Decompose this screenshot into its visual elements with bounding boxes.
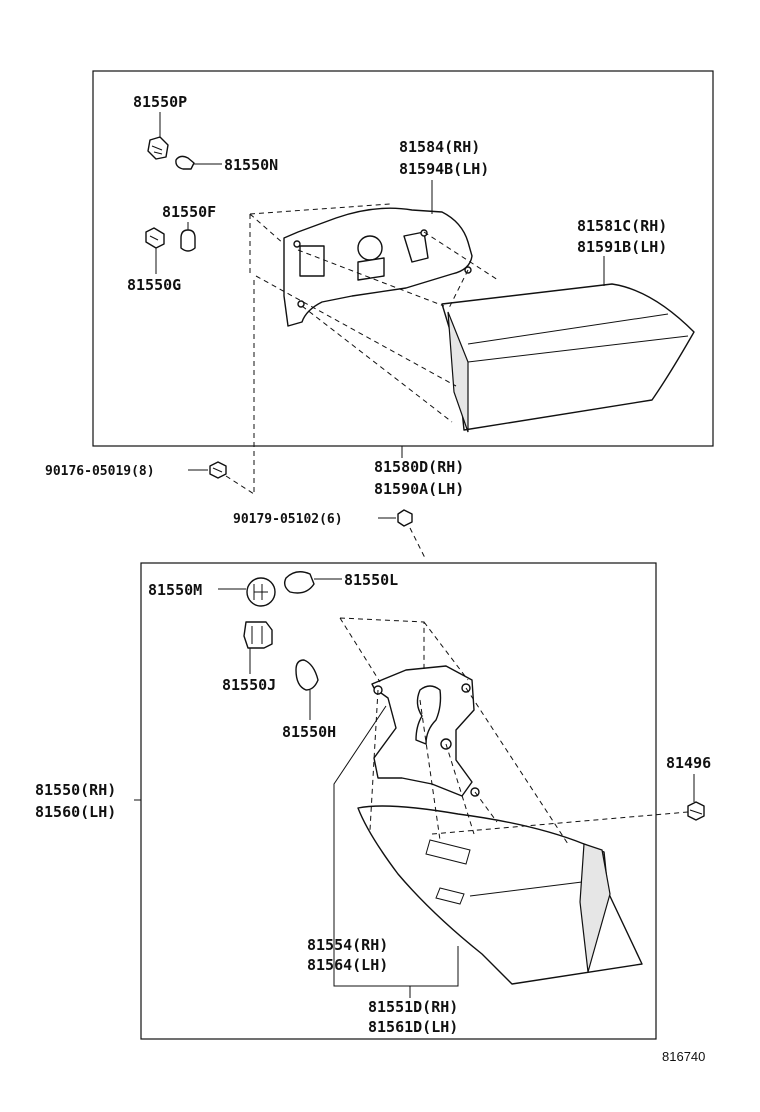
label-81581C: 81581C(RH) xyxy=(577,217,667,235)
label-81561D: 81561D(LH) xyxy=(368,1018,458,1036)
screw-81496[interactable] xyxy=(687,801,705,821)
label-90179-05102: 90179-05102(6) xyxy=(233,512,343,527)
label-81564: 81564(LH) xyxy=(307,956,388,974)
lower-exploded-lines xyxy=(339,617,689,845)
socket-81550M[interactable] xyxy=(246,577,276,607)
label-81550N: 81550N xyxy=(224,156,278,174)
upper-group-frame xyxy=(92,70,714,447)
label-81550H: 81550H xyxy=(282,723,336,741)
label-81591B: 81591B(LH) xyxy=(577,238,667,256)
label-81580D: 81580D(RH) xyxy=(374,458,464,476)
upper-exploded-lines xyxy=(249,203,499,494)
label-81594B: 81594B(LH) xyxy=(399,160,489,178)
lens-81581C[interactable] xyxy=(441,283,695,433)
label-81550G: 81550G xyxy=(127,276,181,294)
bulb-81550L[interactable] xyxy=(283,571,315,594)
backing-plate-81584[interactable] xyxy=(283,207,473,327)
label-81560-lh: 81560(LH) xyxy=(35,803,116,821)
label-81550L: 81550L xyxy=(344,571,398,589)
label-90176-05019: 90176-05019(8) xyxy=(45,464,155,479)
label-81550-rh: 81550(RH) xyxy=(35,781,116,799)
label-81554: 81554(RH) xyxy=(307,936,388,954)
lower-group-frame xyxy=(140,562,657,1040)
label-81496: 81496 xyxy=(666,754,711,772)
label-81550J: 81550J xyxy=(222,676,276,694)
gasket-81554[interactable] xyxy=(371,665,480,797)
lens-81551D[interactable] xyxy=(357,805,643,985)
label-81551D: 81551D(RH) xyxy=(368,998,458,1016)
label-81550M: 81550M xyxy=(148,581,202,599)
socket-81550G[interactable] xyxy=(145,227,165,249)
socket-81550P[interactable] xyxy=(147,136,169,160)
bulb-81550F[interactable] xyxy=(180,229,196,252)
socket-81550J[interactable] xyxy=(243,621,273,649)
bulb-81550N[interactable] xyxy=(175,155,195,170)
bulb-81550H[interactable] xyxy=(295,659,319,691)
label-81590A: 81590A(LH) xyxy=(374,480,464,498)
label-81584: 81584(RH) xyxy=(399,138,480,156)
label-81550F: 81550F xyxy=(162,203,216,221)
diagram-id: 816740 xyxy=(662,1049,705,1064)
screw-90176-05019[interactable] xyxy=(209,461,227,479)
label-81550P: 81550P xyxy=(133,93,187,111)
screw-90179-05102[interactable] xyxy=(397,509,413,527)
